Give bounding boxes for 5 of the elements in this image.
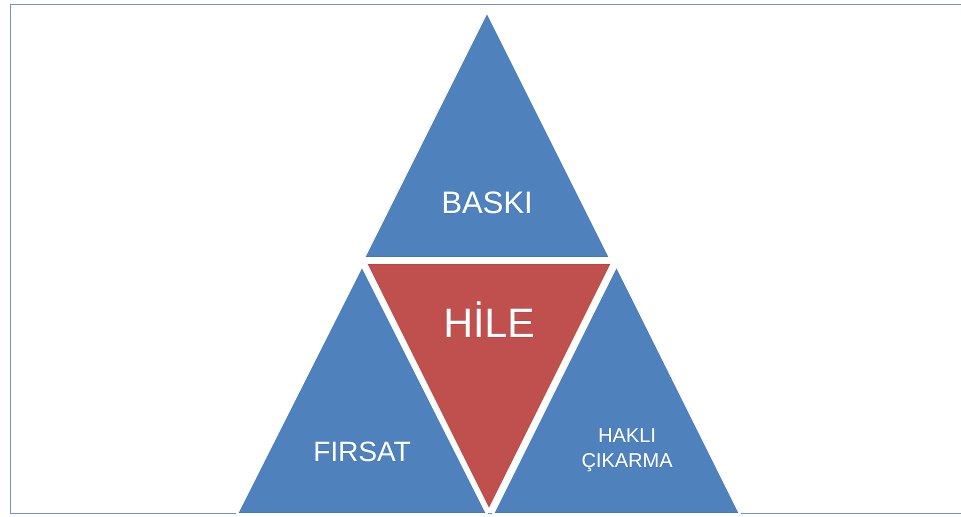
segment-label: HAKLI ÇIKARMA — [580, 424, 674, 474]
segment-label: BASKI — [440, 184, 534, 222]
segment-label: FIRSAT — [312, 435, 412, 469]
segment-label: HİLE — [442, 299, 536, 348]
triangle-segment — [364, 12, 610, 258]
